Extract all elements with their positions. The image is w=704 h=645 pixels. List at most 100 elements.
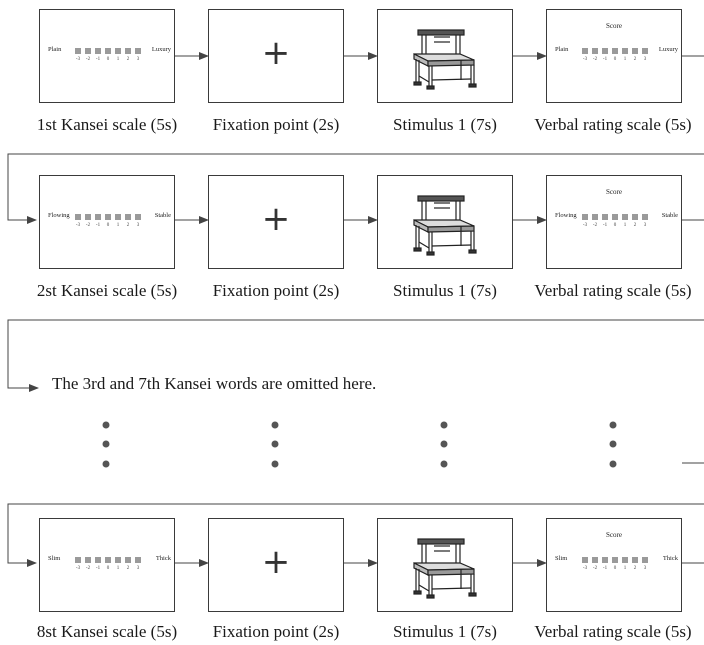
scale-square [602, 214, 608, 220]
scale-square [632, 48, 638, 54]
left-kansei-word: Flowing [555, 212, 577, 219]
scale-number: -1 [95, 566, 101, 571]
scale-square [582, 214, 588, 220]
stimulus-panel [377, 9, 513, 103]
scale-squares [75, 214, 141, 221]
chair-icon [413, 195, 477, 256]
scale-squares [582, 214, 648, 221]
score-label: Score [606, 188, 622, 196]
scale-number: 0 [613, 223, 617, 228]
scale-square [95, 48, 101, 54]
scale-number: -2 [592, 223, 598, 228]
scale-number: 3 [643, 566, 647, 571]
right-kansei-word: Thick [155, 555, 171, 562]
right-kansei-word: Thick [662, 555, 678, 562]
scale-square [105, 48, 111, 54]
left-kansei-word: Plain [555, 46, 569, 53]
fixation-cross: + [261, 199, 291, 239]
scale-number: -3 [75, 566, 81, 571]
step-caption: Fixation point (2s) [212, 281, 340, 300]
scale-square [582, 557, 588, 563]
scale-number: -3 [582, 57, 588, 62]
scale-square [642, 557, 648, 563]
step-caption: 8st Kansei scale (5s) [36, 622, 178, 641]
scale-number: 3 [643, 223, 647, 228]
scale-number: 3 [136, 57, 140, 62]
scale-square [135, 557, 141, 563]
scale-square [622, 214, 628, 220]
scale-square [75, 48, 81, 54]
scale-squares [75, 48, 141, 55]
scale-number: 0 [613, 566, 617, 571]
scale-square [642, 214, 648, 220]
scale-number: 2 [633, 566, 637, 571]
scale-square [622, 557, 628, 563]
scale-square [95, 557, 101, 563]
chair-icon [413, 29, 477, 90]
step-caption: Stimulus 1 (7s) [393, 281, 497, 300]
scale-square [115, 214, 121, 220]
score-label: Score [606, 531, 622, 539]
scale-square [602, 557, 608, 563]
fixation-point-panel: + [208, 9, 344, 103]
scale-square [115, 557, 121, 563]
right-kansei-word: Stable [154, 212, 171, 219]
right-kansei-word: Stable [661, 212, 678, 219]
scale-square [592, 48, 598, 54]
scale-number: -1 [602, 57, 608, 62]
scale-number: 1 [116, 223, 120, 228]
scale-number: 2 [633, 223, 637, 228]
left-kansei-word: Slim [48, 555, 61, 562]
scale-number: -3 [75, 223, 81, 228]
scale-square [125, 48, 131, 54]
scale-square [115, 48, 121, 54]
scale-square [85, 48, 91, 54]
ellipsis-dots-icon [102, 421, 617, 468]
step-caption: 2st Kansei scale (5s) [36, 281, 178, 300]
scale-number: -2 [85, 57, 91, 62]
scale-square [75, 214, 81, 220]
score-label: Score [606, 22, 622, 30]
scale-square [85, 214, 91, 220]
scale-squares [582, 48, 648, 55]
scale-square [622, 48, 628, 54]
scale-squares [582, 557, 648, 564]
scale-square [95, 214, 101, 220]
scale-number: 0 [106, 57, 110, 62]
fixation-point-panel: + [208, 518, 344, 612]
stimulus-panel [377, 175, 513, 269]
scale-number: -1 [602, 566, 608, 571]
step-caption: Fixation point (2s) [212, 115, 340, 134]
scale-number: 0 [106, 566, 110, 571]
scale-number: -3 [582, 223, 588, 228]
stimulus-panel [377, 518, 513, 612]
scale-square [105, 214, 111, 220]
left-kansei-word: Plain [48, 46, 62, 53]
right-kansei-word: Luxury [658, 46, 678, 53]
scale-square [125, 214, 131, 220]
scale-number: 1 [623, 566, 627, 571]
scale-number: 2 [126, 566, 130, 571]
fixation-cross: + [261, 33, 291, 73]
scale-square [612, 214, 618, 220]
scale-number: 3 [643, 57, 647, 62]
step-caption: Fixation point (2s) [212, 622, 340, 641]
scale-number: 1 [116, 566, 120, 571]
left-kansei-word: Flowing [48, 212, 70, 219]
scale-number: 1 [623, 57, 627, 62]
scale-number: 1 [116, 57, 120, 62]
scale-square [85, 557, 91, 563]
scale-square [612, 48, 618, 54]
scale-number: -2 [592, 57, 598, 62]
right-kansei-word: Luxury [151, 46, 171, 53]
scale-number: 1 [623, 223, 627, 228]
